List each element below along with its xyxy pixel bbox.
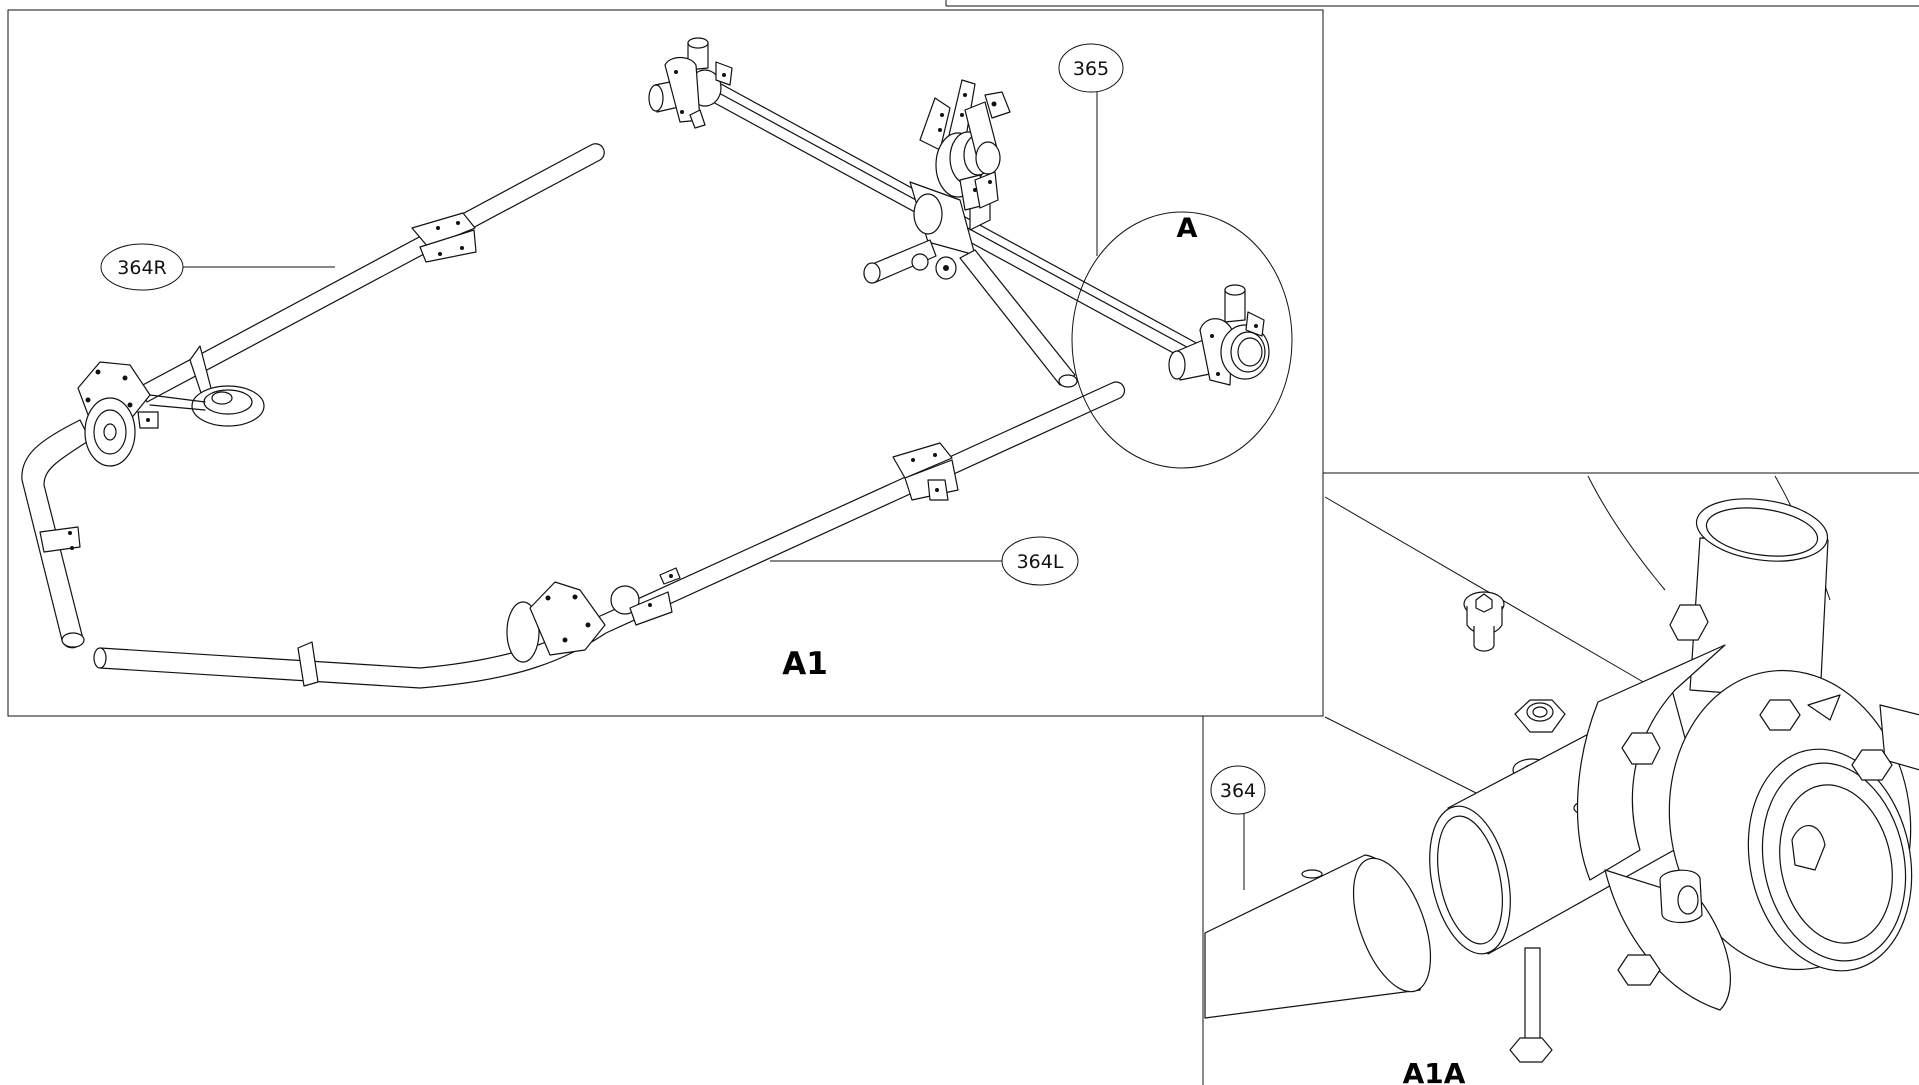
callout-365: 365 bbox=[1058, 43, 1124, 256]
socket-head-bolt bbox=[1463, 591, 1505, 652]
vertical-socket bbox=[1669, 498, 1829, 701]
main-view-frame bbox=[7, 9, 1324, 717]
view-label-a1a: A1A bbox=[1403, 1057, 1466, 1085]
lock-nut bbox=[1514, 699, 1566, 733]
callout-364L-label: 364L bbox=[1017, 551, 1064, 573]
right-end-fitting bbox=[1168, 284, 1270, 386]
left-frame-bend bbox=[21, 419, 91, 649]
clip-bracket bbox=[297, 641, 319, 687]
clip-bracket bbox=[39, 526, 81, 553]
tube-364-detail bbox=[1204, 854, 1432, 1019]
callout-364L: 364L bbox=[770, 536, 1079, 586]
detail-view-a1a: 364 A1A bbox=[1204, 475, 1919, 1085]
lower-flange bbox=[1509, 869, 1731, 1063]
detail-marker-a: A bbox=[1177, 213, 1198, 244]
frame-lines bbox=[7, 0, 1919, 1085]
tube-364L bbox=[93, 381, 1126, 689]
bearing-housing bbox=[1668, 669, 1919, 972]
center-hitch-assembly bbox=[863, 79, 1078, 388]
hex-bolt bbox=[1669, 604, 1709, 641]
left-pulley-assembly bbox=[77, 345, 265, 467]
hex-bolt bbox=[1759, 699, 1801, 731]
hex-bolt bbox=[1617, 954, 1661, 986]
bottom-pulley-assembly bbox=[506, 581, 673, 663]
hex-nut bbox=[1509, 1037, 1553, 1063]
main-view-a1: A 364R 365 364L A1 bbox=[21, 37, 1293, 689]
detail-circle-a bbox=[1071, 211, 1293, 469]
view-label-a1: A1 bbox=[782, 646, 828, 682]
callout-364: 364 bbox=[1210, 765, 1266, 890]
callout-365-label: 365 bbox=[1073, 58, 1109, 80]
hex-bolt bbox=[1621, 732, 1661, 765]
tube-364R bbox=[138, 143, 605, 403]
threaded-rod bbox=[1524, 947, 1541, 1046]
mounting-plate bbox=[1576, 644, 1726, 881]
callout-364-label: 364 bbox=[1220, 780, 1256, 802]
hex-bolt bbox=[1851, 749, 1893, 781]
callout-364R: 364R bbox=[100, 243, 335, 291]
callout-364R-label: 364R bbox=[117, 257, 166, 279]
